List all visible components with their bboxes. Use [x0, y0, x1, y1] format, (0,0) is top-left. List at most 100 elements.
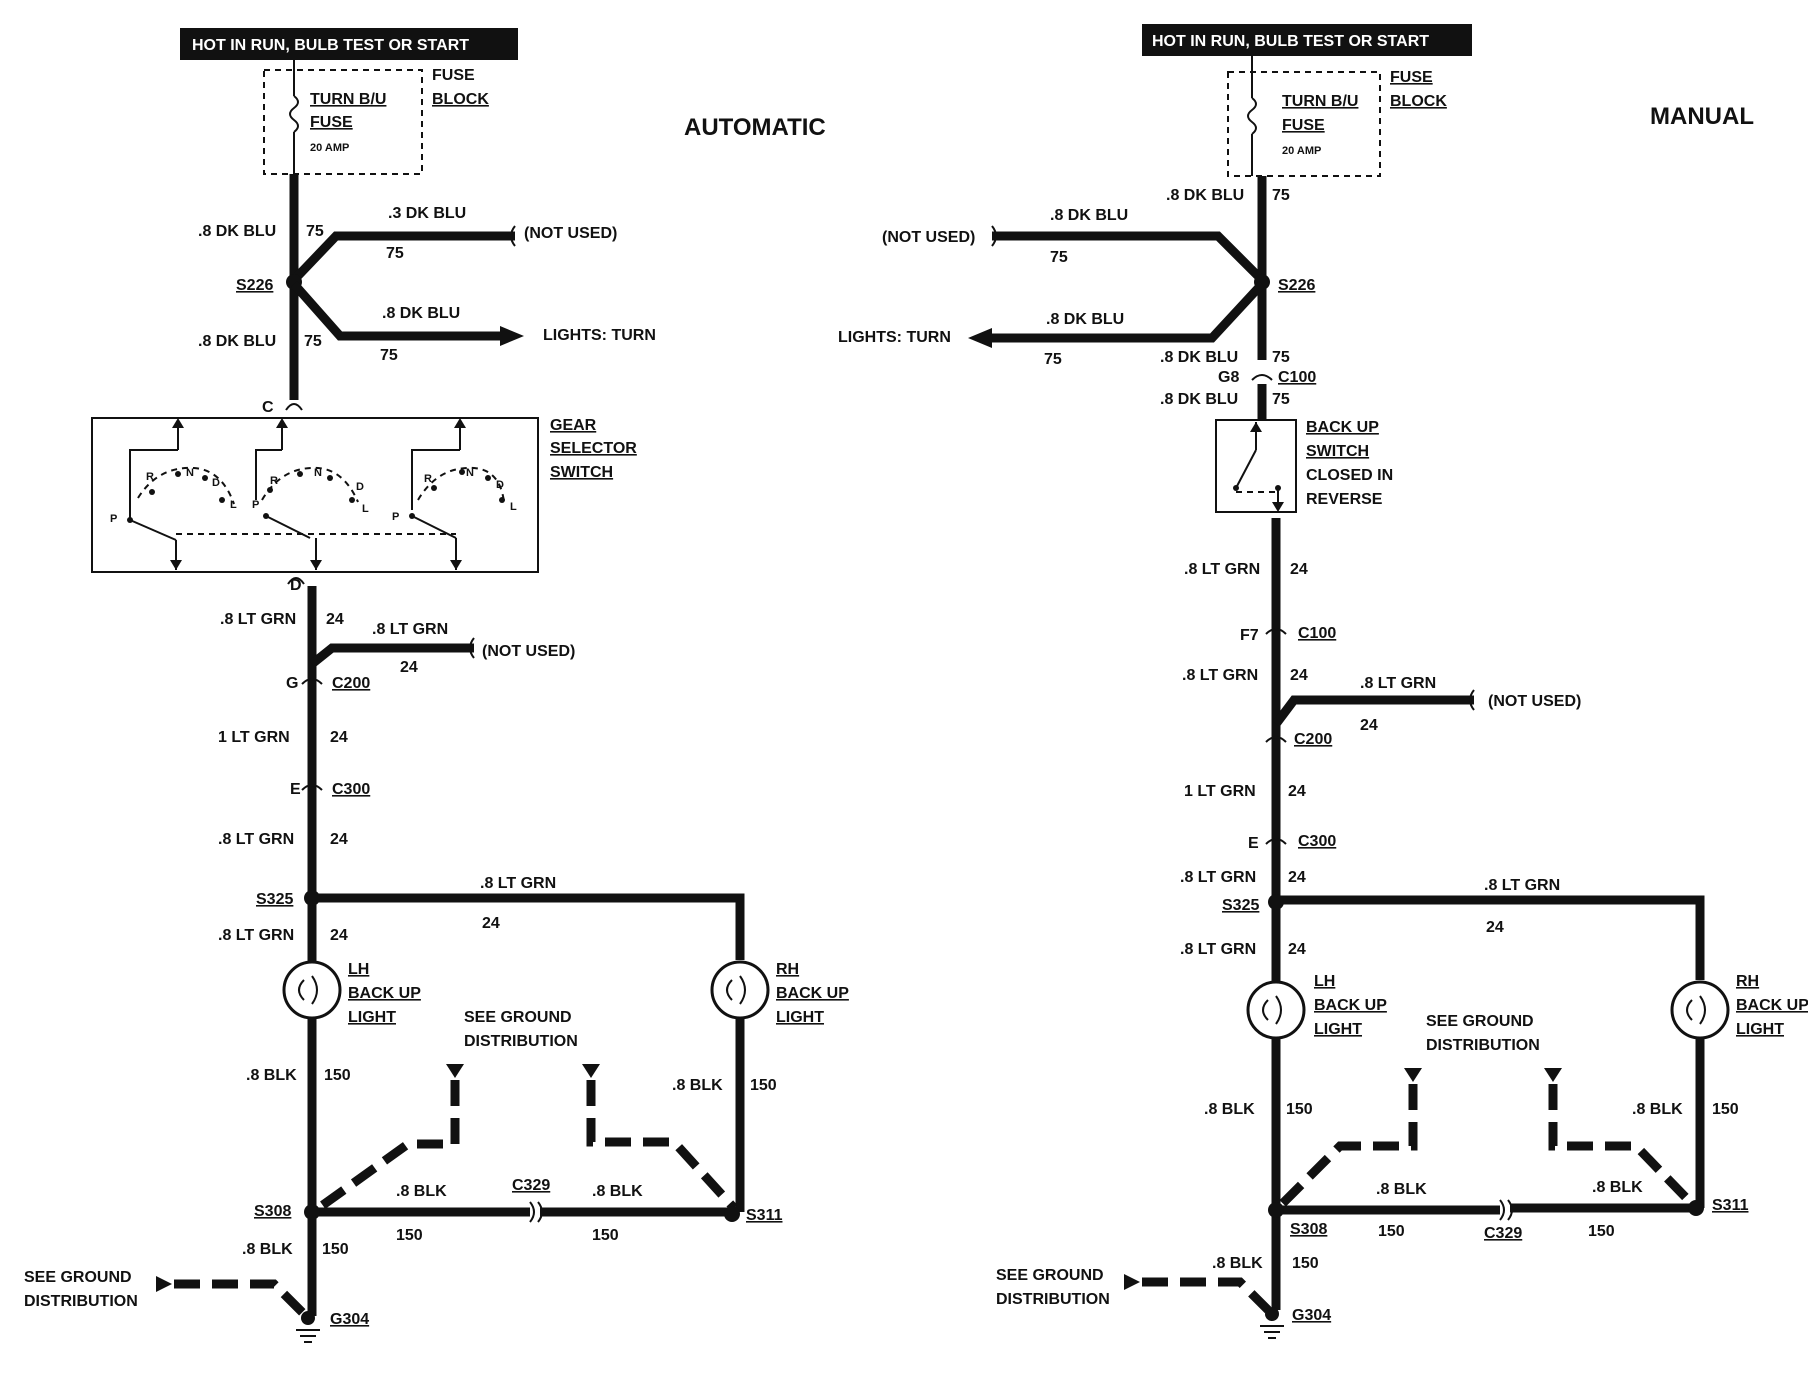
automatic-wire-label: .8 BLK [592, 1183, 643, 1200]
automatic-open-end-icon [469, 637, 475, 659]
automatic-splice-s311-label: S311 [746, 1207, 783, 1224]
gear-letter: L [510, 501, 517, 513]
automatic-ground-arrow-icon [582, 1064, 600, 1078]
automatic-circuit-label: 24 [326, 611, 344, 628]
manual-open-end-icon [1469, 689, 1475, 711]
automatic-connector-c [285, 403, 303, 411]
automatic-rh-label-2: BACK UP [776, 985, 849, 1002]
automatic-circuit-label: 150 [592, 1227, 619, 1244]
manual-circuit-label: 75 [1050, 249, 1068, 266]
automatic-lights-turn-label: LIGHTS: TURN [543, 327, 656, 344]
manual-pin-f7-label: F7 [1240, 627, 1259, 644]
manual-circuit-label: 24 [1290, 667, 1308, 684]
manual-open-end-icon [991, 225, 997, 247]
automatic-wire-label: .8 BLK [396, 1183, 447, 1200]
manual-wire-label: .8 DK BLU [1050, 207, 1128, 224]
manual-circuit-label: 24 [1288, 783, 1306, 800]
manual-backup-switch-contacts [1233, 422, 1284, 512]
manual-circuit-label: 75 [1272, 349, 1290, 366]
automatic-connector-c200 [301, 678, 323, 685]
automatic-wire-label: .8 LT GRN [218, 831, 294, 848]
manual-fuse-rating: 20 AMP [1282, 145, 1321, 157]
gear-letter: P [392, 511, 399, 523]
automatic-splice-s311 [724, 1206, 740, 1222]
automatic-wire-label: .8 DK BLU [198, 333, 276, 350]
manual-wire-label: .8 BLK [1212, 1255, 1263, 1272]
automatic-circuit-label: 24 [400, 659, 418, 676]
automatic-see-ground-left-2: DISTRIBUTION [24, 1293, 138, 1310]
automatic-wire-to-rh-light [312, 893, 745, 960]
manual-splice-s308-label: S308 [1290, 1221, 1327, 1238]
automatic-wire-label: .8 BLK [242, 1241, 293, 1258]
manual-diagram: MANUAL HOT IN RUN, BULB TEST OR START TU… [838, 24, 1808, 1339]
manual-conn-c300-label: C300 [1298, 833, 1336, 850]
manual-backup-label-4: REVERSE [1306, 491, 1383, 508]
automatic-rh-backup-light-icon [710, 960, 770, 1020]
manual-conn-c100-label-2: C100 [1298, 625, 1336, 642]
manual-rh-label-3: LIGHT [1736, 1021, 1784, 1038]
automatic-rh-label-3: LIGHT [776, 1009, 824, 1026]
automatic-fuse-block-outline [263, 69, 423, 175]
automatic-branch-lights-turn [290, 281, 500, 341]
manual-wire-label: 1 LT GRN [1184, 783, 1256, 800]
manual-wire-label: .8 BLK [1592, 1179, 1643, 1196]
manual-circuit-label: 24 [1486, 919, 1504, 936]
manual-splice-s226-label: S226 [1278, 277, 1315, 294]
automatic-circuit-label: 75 [306, 223, 324, 240]
automatic-not-used-label: (NOT USED) [524, 225, 617, 242]
manual-pin-e-label: E [1248, 835, 1259, 852]
manual-rh-label-2: BACK UP [1736, 997, 1808, 1014]
manual-circuit-label: 24 [1288, 941, 1306, 958]
manual-ground-arrow-icon [1124, 1274, 1140, 1290]
automatic-open-end-icon [510, 225, 516, 247]
automatic-splice-s226-label: S226 [236, 277, 273, 294]
manual-lh-backup-light-icon [1246, 980, 1306, 1040]
manual-rh-backup-light-icon [1670, 980, 1730, 1040]
manual-lights-turn-label: LIGHTS: TURN [838, 329, 951, 346]
automatic-pin-c-label: C [262, 399, 274, 416]
automatic-hot-banner [180, 28, 518, 60]
manual-wire-label: .8 BLK [1204, 1101, 1255, 1118]
automatic-connector-c300 [301, 784, 323, 791]
automatic-ground-branch-left [174, 1279, 310, 1320]
automatic-fuse-name: TURN B/U [310, 91, 386, 108]
gear-letter: D [356, 481, 364, 493]
gear-letter: R [146, 471, 154, 483]
automatic-wire-label: .8 LT GRN [220, 611, 296, 628]
manual-branch-not-used-24 [1272, 695, 1474, 727]
manual-branch-lights-turn [992, 280, 1266, 343]
automatic-hot-banner-text: HOT IN RUN, BULB TEST OR START [192, 37, 469, 54]
manual-conn-c100-label: C100 [1278, 369, 1316, 386]
automatic-splice-s308-label: S308 [254, 1203, 291, 1220]
automatic-circuit-label: 75 [386, 245, 404, 262]
gear-letter: L [230, 499, 237, 511]
manual-circuit-label: 150 [1286, 1101, 1313, 1118]
gear-letter: R [424, 473, 432, 485]
manual-circuit-label: 24 [1360, 717, 1378, 734]
automatic-lh-label-2: BACK UP [348, 985, 421, 1002]
automatic-pin-e-label: E [290, 781, 301, 798]
manual-wire-label: .8 BLK [1376, 1181, 1427, 1198]
manual-ground-branch-1 [1278, 1084, 1418, 1208]
manual-arrow-icon [968, 328, 992, 348]
manual-splice-s311-label: S311 [1712, 1197, 1749, 1214]
manual-wire-label: .8 BLK [1632, 1101, 1683, 1118]
automatic-conn-c300-label: C300 [332, 781, 370, 798]
automatic-branch-not-used [290, 231, 515, 284]
manual-connector-c300 [1265, 838, 1287, 845]
manual-wire-label: .8 LT GRN [1182, 667, 1258, 684]
automatic-see-ground-label-2: DISTRIBUTION [464, 1033, 578, 1050]
automatic-ground-icon [296, 1329, 320, 1343]
manual-conn-c200-label: C200 [1294, 731, 1332, 748]
manual-see-ground-left-1: SEE GROUND [996, 1267, 1104, 1284]
manual-pin-g8-label: G8 [1218, 369, 1239, 386]
automatic-lh-label-1: LH [348, 961, 369, 978]
automatic-conn-c329-label: C329 [512, 1177, 550, 1194]
manual-wire-to-rh-light [1276, 895, 1705, 980]
manual-see-ground-label-2: DISTRIBUTION [1426, 1037, 1540, 1054]
manual-see-ground-left-2: DISTRIBUTION [996, 1291, 1110, 1308]
automatic-fuse-rating: 20 AMP [310, 142, 349, 154]
